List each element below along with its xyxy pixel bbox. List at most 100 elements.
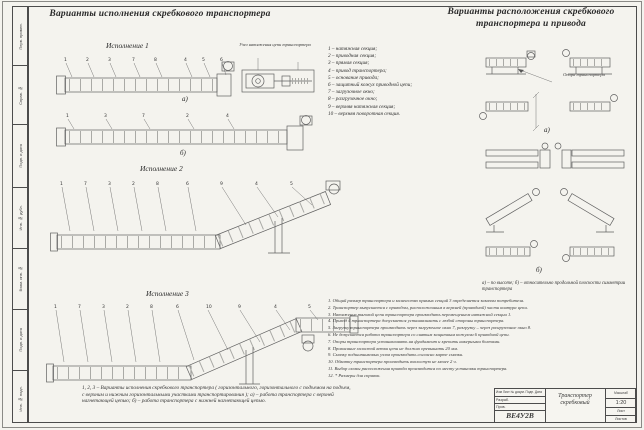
placement-scheme-2 bbox=[562, 49, 612, 75]
note-line: 5. Загрузку транспортера производить чер… bbox=[328, 325, 532, 331]
sublabel-right-a: а) bbox=[544, 126, 550, 134]
note-line: 10. Обкатку транспортера производить вхо… bbox=[328, 359, 457, 365]
callout-number: 4 bbox=[226, 113, 229, 119]
callout-number: 2 bbox=[186, 113, 189, 119]
callout-number: 1 bbox=[66, 113, 69, 119]
note-line: 1. Общий размер транспортера и количеств… bbox=[328, 298, 525, 303]
margin-cell: Инв. № дубл. bbox=[13, 188, 27, 249]
placement-scheme-5-plan bbox=[485, 142, 551, 169]
right-variants-caption: а) – по высоте; б) – относительно продол… bbox=[482, 281, 626, 292]
legend-item: 10 – верхняя поворотная секция. bbox=[328, 110, 401, 117]
margin-label: Подп. и дата bbox=[17, 144, 23, 168]
callout-leaders bbox=[61, 186, 313, 232]
opora-arrow bbox=[519, 69, 553, 83]
note-line: 6. Не допускается работа транспортера со… bbox=[328, 331, 510, 337]
conveyor-body bbox=[56, 61, 235, 97]
margin-cell: Перв. примен. bbox=[13, 7, 27, 66]
callout-number: 8 bbox=[154, 57, 157, 63]
support-legs bbox=[268, 218, 290, 254]
note-line: 8. Провисание холостой ветви цепи не дол… bbox=[328, 345, 459, 351]
stamp-divider bbox=[605, 389, 606, 422]
note-line: 3. Натяжение тяговой цепи транспортера п… bbox=[328, 311, 512, 317]
note-line: 4. Привод 4 транспортера допускается уст… bbox=[328, 318, 505, 324]
callout-number: 2 bbox=[126, 304, 129, 310]
callout-number: 7 bbox=[142, 113, 145, 119]
callout-number: 9 bbox=[220, 181, 223, 187]
legend-item: 9 – верхняя натяжная секция; bbox=[328, 103, 396, 110]
label-ispolnenie-1: Исполнение 1 bbox=[106, 41, 149, 50]
label-opora-transportera: Опора транспортера bbox=[563, 72, 605, 77]
margin-cell: Инв. № подл. bbox=[13, 371, 27, 426]
callout-number: 5 bbox=[308, 304, 311, 310]
callout-number: 7 bbox=[132, 57, 135, 63]
inclined-section bbox=[185, 318, 303, 380]
title-left: Варианты исполнения скребкового транспор… bbox=[49, 9, 271, 19]
margin-cell: Взам. инв. № bbox=[13, 249, 27, 310]
note-line: 7. Опоры транспортера устанавливать на ф… bbox=[328, 338, 501, 344]
callout-number: 1 bbox=[60, 181, 63, 187]
conveyor-drawing-1a: 1 2 3 7 8 4 5 6 bbox=[56, 57, 235, 97]
legend-item: 2 – приводная секция; bbox=[328, 53, 377, 60]
inclined-section bbox=[214, 191, 332, 249]
stamp-scale-value: 1:20 bbox=[615, 399, 627, 406]
stamp-divider bbox=[495, 410, 545, 411]
callout-number: 9 bbox=[238, 304, 241, 310]
sprocket bbox=[251, 74, 265, 88]
callout-number: 6 bbox=[176, 304, 179, 310]
drive-motor bbox=[302, 340, 314, 352]
placement-scheme-4 bbox=[569, 94, 618, 112]
note-line: 9. Смазку подшипниковых узлов производит… bbox=[328, 352, 464, 358]
legend-item: 7 – загрузочное окно; bbox=[328, 89, 375, 96]
placement-scheme-7-inclined bbox=[485, 188, 540, 233]
callout-number: 3 bbox=[108, 181, 111, 187]
drive-motor bbox=[328, 183, 340, 195]
conveyor-body bbox=[50, 180, 341, 254]
note-line: 11. Выбор схемы расположения привода про… bbox=[328, 365, 508, 371]
placement-scheme-10 bbox=[562, 246, 615, 262]
stamp-divider bbox=[495, 396, 545, 397]
label-ispolnenie-2: Исполнение 2 bbox=[140, 164, 183, 173]
title-right-line1: Варианты расположения скребкового bbox=[447, 7, 615, 17]
margin-label: Перв. примен. bbox=[17, 22, 23, 50]
sublabel-right-b: б) bbox=[536, 266, 542, 274]
stamp-divider bbox=[605, 398, 637, 399]
callout-number: 6 bbox=[186, 181, 189, 187]
technical-notes: 1. Общий размер транспортера и количеств… bbox=[328, 298, 634, 380]
callout-number: 2 bbox=[132, 181, 135, 187]
legend-item: 1 – натяжная секция; bbox=[328, 46, 378, 52]
legend-item: 5 – основание привода; bbox=[328, 74, 379, 81]
left-margin-column: Перв. примен. Справ. № Подп. и дата Инв.… bbox=[12, 6, 28, 423]
stamp-title: Транспортер скребковый bbox=[558, 393, 592, 406]
sublabel-1a: а) bbox=[182, 95, 188, 103]
margin-cell: Подп. и дата bbox=[13, 125, 27, 188]
variants-caption: 1, 2, 3 – Варианты исполнения скребковог… bbox=[82, 385, 351, 405]
conveyor-body bbox=[46, 315, 359, 385]
callout-number: 1 bbox=[64, 57, 67, 63]
callout-number: 3 bbox=[104, 113, 107, 119]
chain-tensioner-detail-drawing bbox=[241, 58, 315, 93]
callout-leaders bbox=[67, 118, 235, 130]
stamp-sheets-label: Листов bbox=[615, 416, 627, 421]
callout-number: 3 bbox=[102, 304, 105, 310]
drive-motor bbox=[301, 115, 311, 125]
conveyor-drawing-2: 1 7 3 2 8 6 9 4 5 bbox=[50, 180, 341, 254]
callout-number: 4 bbox=[184, 57, 187, 63]
placement-scheme-1 bbox=[485, 50, 536, 75]
callout-number: 8 bbox=[150, 304, 153, 310]
margin-label: Справ. № bbox=[17, 85, 23, 105]
parts-legend: 1 – натяжная секция; 2 – приводная секци… bbox=[328, 46, 468, 118]
stamp-divider bbox=[495, 403, 545, 404]
callout-number: 5 bbox=[202, 57, 205, 63]
label-uzel-natyazheniya: Узел натяжения цепи транспортера bbox=[239, 42, 311, 47]
callout-number: 7 bbox=[78, 304, 81, 310]
label-ispolnenie-3: Исполнение 3 bbox=[146, 289, 189, 298]
margin-label: Подп. и дата bbox=[17, 328, 23, 352]
margin-label: Инв. № подл. bbox=[17, 385, 23, 412]
title-right-line2: транспортера и привода bbox=[476, 19, 586, 29]
stamp-sheet-label: Лист bbox=[617, 408, 625, 413]
callout-number: 7 bbox=[84, 181, 87, 187]
callout-number: 5 bbox=[290, 181, 293, 187]
callout-number: 3 bbox=[108, 57, 111, 63]
callout-number: 4 bbox=[255, 181, 258, 187]
